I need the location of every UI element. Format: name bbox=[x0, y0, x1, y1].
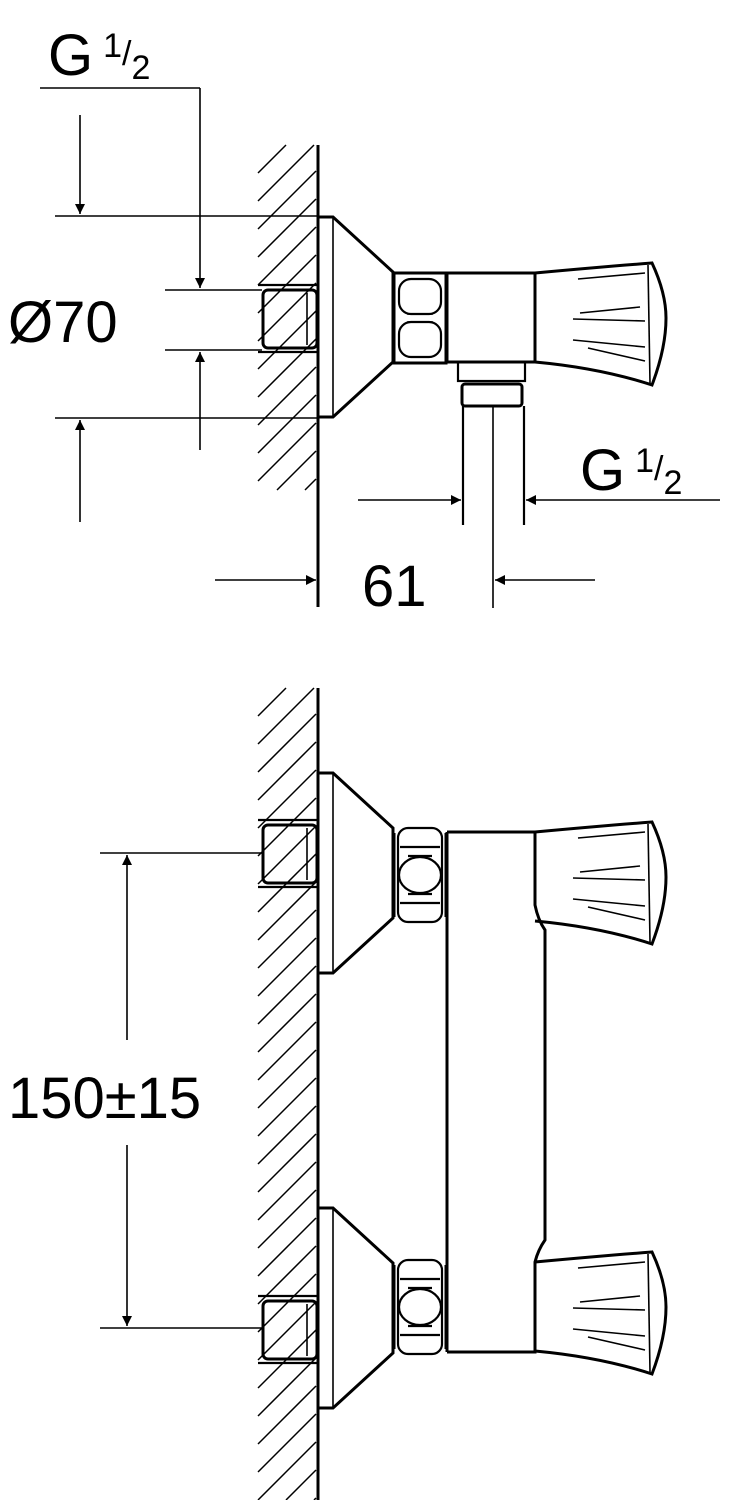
hatch-line bbox=[257, 282, 317, 342]
hatch-line bbox=[257, 965, 317, 1025]
dimension-lines-top bbox=[40, 87, 720, 585]
hatch-line bbox=[257, 1217, 317, 1277]
mixer-body bbox=[445, 830, 547, 1354]
hatch-line bbox=[257, 170, 317, 230]
hatch-line bbox=[257, 1441, 317, 1500]
hatch-line bbox=[257, 1189, 317, 1249]
hatch-line bbox=[257, 144, 287, 174]
hatch-line bbox=[257, 144, 315, 202]
escutcheon bbox=[316, 215, 395, 419]
hatch-line bbox=[257, 422, 317, 482]
hatch-line bbox=[304, 478, 317, 491]
hatch-line bbox=[257, 394, 317, 454]
hatch-line bbox=[257, 687, 315, 745]
handle bbox=[533, 261, 668, 387]
hatch-line bbox=[257, 226, 317, 286]
hatch-line bbox=[285, 1469, 317, 1500]
wall-hatching-bottom bbox=[257, 687, 317, 1500]
hatch-line bbox=[257, 1273, 317, 1333]
hatch-line bbox=[257, 1385, 317, 1445]
hatch-line bbox=[257, 881, 317, 941]
hatch-line bbox=[257, 937, 317, 997]
handle-upper bbox=[533, 820, 668, 946]
nut bbox=[392, 271, 448, 365]
hatch-line bbox=[257, 1133, 317, 1193]
hatch-line bbox=[257, 1161, 317, 1221]
diameter-label: Ø70 bbox=[8, 290, 118, 355]
handle-lower bbox=[533, 1250, 668, 1376]
center-distance-label: 150±15 bbox=[8, 1066, 201, 1131]
hatch-line bbox=[257, 1105, 317, 1165]
hatch-line bbox=[257, 1245, 317, 1305]
hatch-line bbox=[257, 769, 317, 829]
hatch-line bbox=[257, 1049, 317, 1109]
escutcheon-lower bbox=[316, 1206, 395, 1410]
hatch-line bbox=[257, 1021, 317, 1081]
hatch-line bbox=[257, 687, 287, 717]
hatch-line bbox=[257, 713, 317, 773]
hatch-line bbox=[257, 1357, 317, 1417]
hatch-line bbox=[257, 797, 317, 857]
projection-label: 61 bbox=[362, 554, 427, 619]
dimension-lines-bottom bbox=[100, 852, 262, 1329]
hatch-line bbox=[257, 741, 317, 801]
outlet-connector bbox=[456, 360, 527, 608]
nut-upper bbox=[392, 826, 448, 924]
hatch-line bbox=[257, 993, 317, 1053]
front-view: 150±15 bbox=[8, 687, 668, 1500]
hatch-line bbox=[257, 366, 317, 426]
nut-lower bbox=[392, 1258, 448, 1356]
hatch-line bbox=[257, 1077, 317, 1137]
hatch-line bbox=[257, 1413, 317, 1473]
escutcheon-upper bbox=[316, 771, 395, 975]
valve-body bbox=[445, 271, 537, 364]
hatch-line bbox=[257, 909, 317, 969]
hatch-line bbox=[257, 198, 317, 258]
hatch-line bbox=[276, 450, 317, 491]
